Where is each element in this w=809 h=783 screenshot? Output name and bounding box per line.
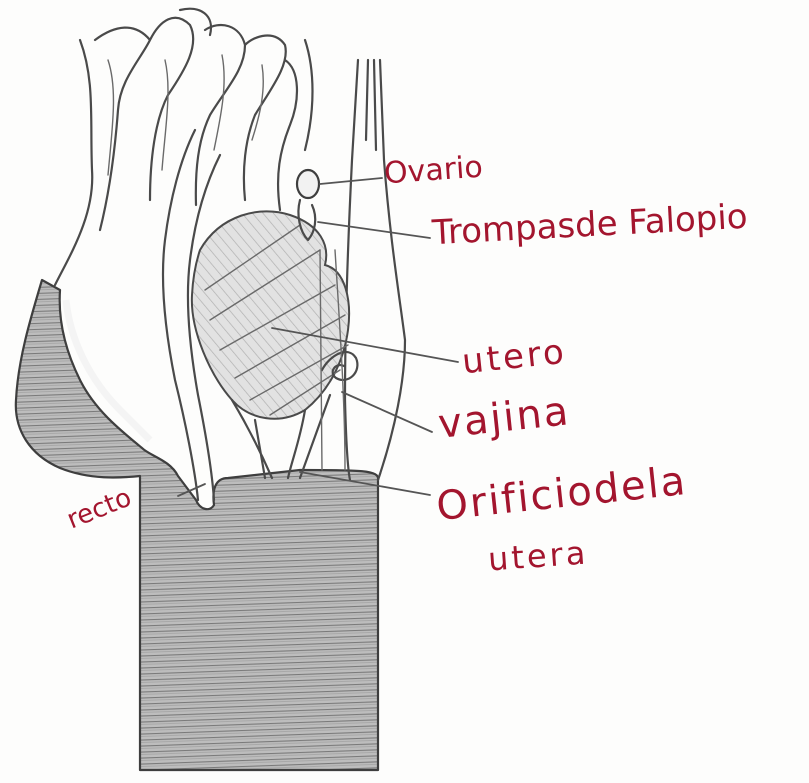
pubic-bone xyxy=(345,60,405,480)
label-orificio-line2: utera xyxy=(487,537,589,576)
leader-trompas xyxy=(318,222,430,238)
ovary xyxy=(297,170,319,198)
uterus-body xyxy=(192,211,349,418)
leader-vajina xyxy=(342,392,432,432)
label-utero: utero xyxy=(461,335,569,380)
label-ovario: Ovario xyxy=(383,153,484,190)
